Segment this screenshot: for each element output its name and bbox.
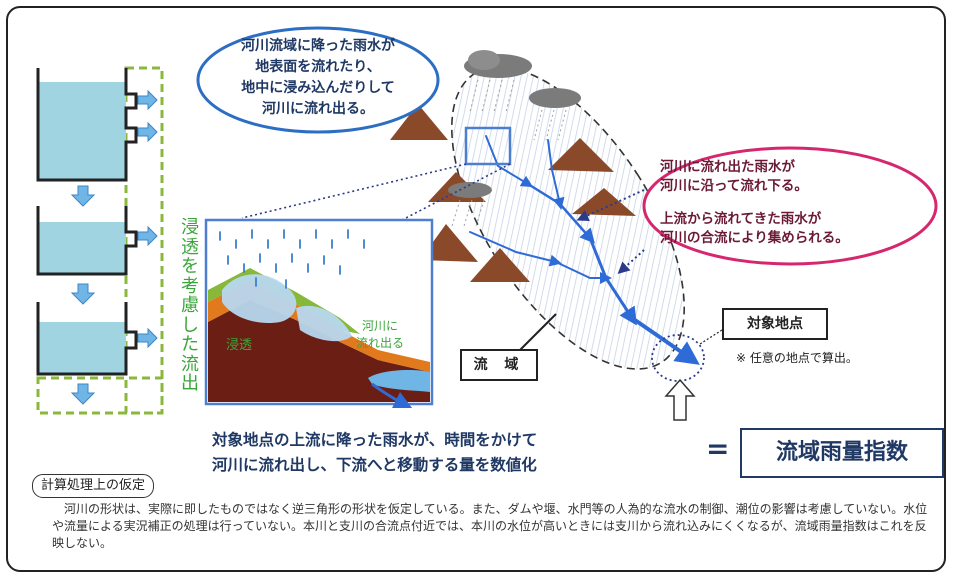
basin-label: 流 域 [460,349,538,381]
vertical-label-char: た [181,334,199,355]
outflow-label-line: 河川に [362,319,399,333]
tank-3-wall [36,302,138,376]
blue-bubble-line: 河川流域に降った雨水が [241,38,395,54]
outflow-label: 河川に 流れ出る [356,318,404,352]
tank-1-water [38,82,126,180]
vertical-label-char: 流 [181,353,199,375]
cross-section-inset [204,218,434,409]
river-network [469,135,700,365]
assumptions-body: 河川の形状は、実際に即したものではなく逆三角形の形状を仮定している。また、ダムや… [52,502,928,550]
target-point-label: 対象地点 [722,308,828,340]
arrow-right-icon [137,327,158,349]
infiltration-outflow-vertical-label: 浸透を考慮した流出 [178,218,202,394]
tank-model [36,66,164,415]
target-pointer-line [699,329,723,345]
target-point-circle [651,334,705,382]
vertical-label-char: 考 [181,275,199,297]
target-point-note: ※ 任意の地点で算出。 [736,351,858,365]
zoom-selection [464,126,512,166]
up-arrow-icon [664,378,696,421]
statement-line: 河川に流れ出し、下流へと移動する量を数値化 [212,456,537,474]
pink-bubble-line: 上流から流れてきた雨水が [660,211,822,227]
diagram-frame [6,6,946,572]
statement-text: 対象地点の上流に降った雨水が、時間をかけて 河川に流れ出し、下流へと移動する量を… [212,428,732,478]
assumptions-heading: 計算処理上の仮定 [32,474,155,498]
blue-bubble-line: 河川に流れ出る。 [262,101,374,117]
pink-bubble-line: 河川に沿って流れ下る。 [660,178,808,194]
tank-2-wall [36,206,138,276]
pink-bubble-line: 河川の合流により集められる。 [660,230,849,246]
pink-speech-bubble [642,146,938,266]
tank-1-wall [36,68,138,182]
vertical-label-char: 慮 [181,295,199,316]
vertical-label-char: し [181,314,199,336]
outflow-label-line: 流れ出る [356,336,405,350]
arrow-right-icon [137,121,158,143]
vertical-label-char: 出 [181,373,199,394]
vertical-label-char: を [181,256,199,277]
infiltration-label: 浸透 [226,338,253,353]
arrow-down-icon [70,283,96,305]
blue-bubble-line: 地中に浸み込んだりして [241,80,395,96]
arrow-down-icon [70,383,96,405]
rain-clouds [448,50,581,227]
pink-bubble-line: 河川に流れ出た雨水が [660,159,795,175]
tank-2-water [38,222,126,274]
tank-3-water [38,322,126,374]
vertical-label-char: 浸 [181,217,199,238]
blue-bubble-text: 河川流域に降った雨水が 地表面を流れたり、 地中に浸み込んだりして 河川に流れ出… [198,36,438,120]
basin-pointer-line [519,313,557,351]
blue-speech-bubble [196,26,440,134]
equals-sign: = [706,432,730,465]
basin-rainfall-index-box: 流域雨量指数 [740,428,944,478]
pink-bubble-text: 河川に流れ出た雨水が 河川に沿って流れ下る。 上流から流れてきた雨水が 河川の合… [660,158,920,248]
vertical-label-char: 透 [181,236,199,258]
arrow-down-icon [70,185,96,207]
blue-bubble-line: 地表面を流れたり、 [255,59,381,75]
arrow-right-icon [137,89,158,111]
statement-line: 対象地点の上流に降った雨水が、時間をかけて [212,431,538,449]
green-dashed-bottom [36,376,164,415]
arrow-right-icon [137,225,158,247]
